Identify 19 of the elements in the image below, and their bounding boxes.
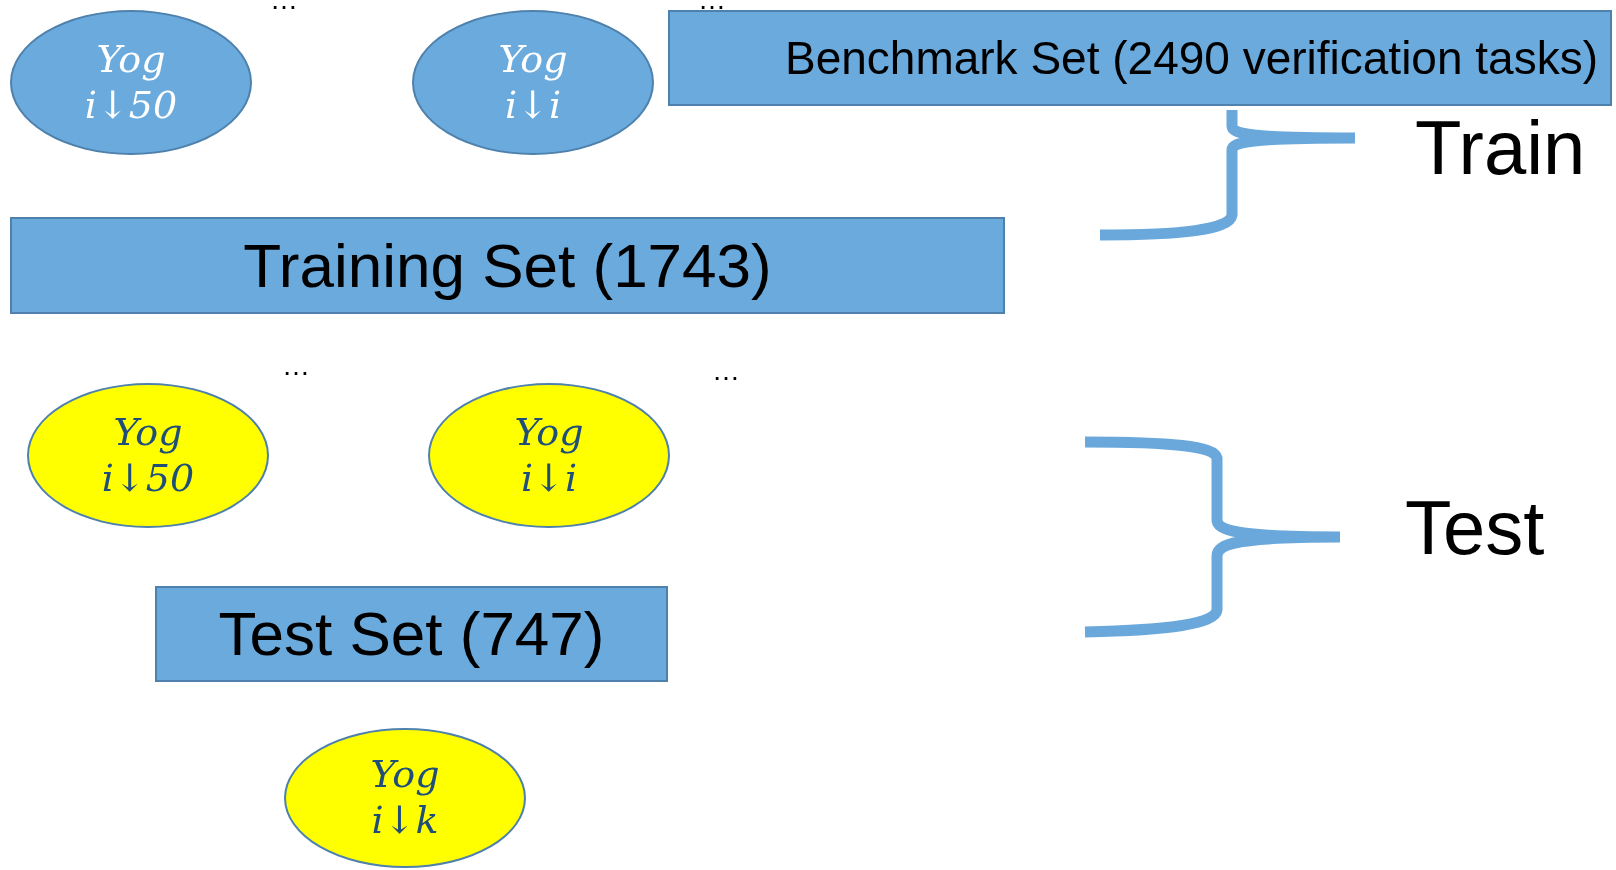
program-symbol: Yog (113, 409, 183, 456)
program-symbol: Yog (96, 36, 166, 83)
ellipsis-text: … (712, 357, 740, 385)
program-symbol: Yog (514, 409, 584, 456)
program-symbol: i↓i (520, 455, 578, 502)
set-box (668, 10, 1612, 106)
program-symbol: Yog (498, 36, 568, 83)
group-label: Train (1415, 110, 1586, 186)
ellipsis-text: … (698, 0, 726, 14)
set-box (10, 217, 1005, 314)
ellipsis-text: … (270, 0, 298, 14)
program-symbol: i↓50 (101, 455, 195, 502)
program-symbol: i↓k (371, 798, 439, 844)
set-box (155, 586, 668, 682)
ellipsis-text: … (282, 352, 310, 380)
program-symbol: i↓i (504, 82, 562, 129)
program-symbol: Yog (370, 752, 440, 798)
group-label: Test (1405, 490, 1545, 566)
program-symbol: i↓50 (84, 82, 178, 129)
